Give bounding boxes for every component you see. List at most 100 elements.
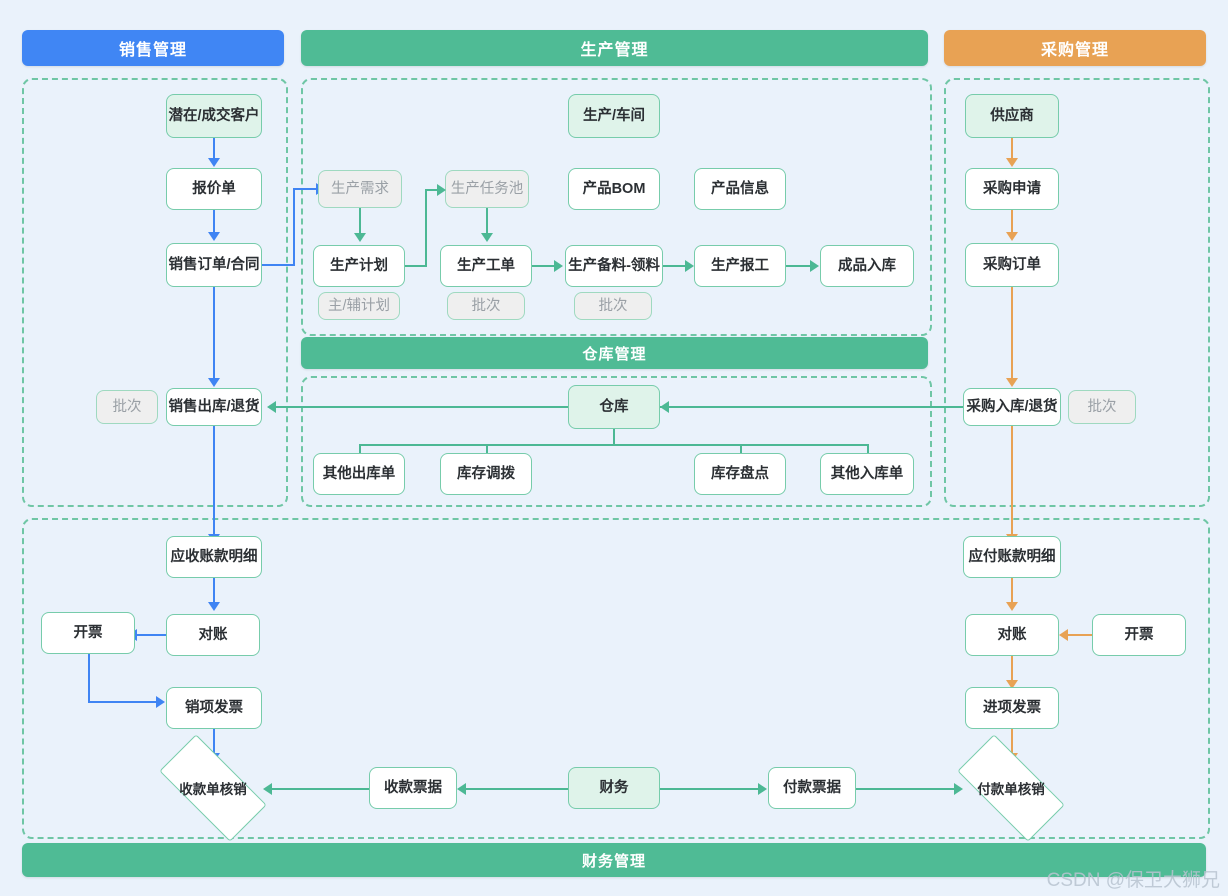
connector-order-demand-h1 [262,264,295,266]
node-label: 产品BOM [582,180,646,197]
connector-order-demand-h2 [293,188,318,190]
node-label: 成品入库 [838,257,896,274]
node-finance[interactable]: 财务 [568,767,660,809]
connector-quotation-order [213,210,215,233]
arrowhead-left [457,783,466,795]
node-label: 生产工单 [457,257,515,274]
arrowhead-down [481,233,493,242]
arrowhead-right [758,783,767,795]
node-payment-writeoff[interactable]: 付款单核销 [957,734,1065,842]
arrowhead-left [263,783,272,795]
header-warehouse-label: 仓库管理 [582,345,647,363]
node-work-order[interactable]: 生产工单 [440,245,532,287]
header-production-management[interactable]: 生产管理 [301,30,928,66]
arrowhead-right [554,260,563,272]
node-other-outbound[interactable]: 其他出库单 [313,453,405,495]
node-work-order-batch-tag[interactable]: 批次 [447,292,525,320]
node-potential-customer[interactable]: 潜在/成交客户 [166,94,262,138]
node-purchase-reconcile[interactable]: 对账 [965,614,1059,656]
connector-reconcile-invoicing [135,634,166,636]
node-label: 批次 [471,297,501,314]
node-label: 开票 [1124,626,1154,643]
connector-payment-writeoff [856,788,956,790]
arrowhead-down [1006,602,1018,611]
node-supplier[interactable]: 供应商 [965,94,1059,138]
connector-bus-other-inbound [867,444,869,458]
node-sales-invoicing[interactable]: 开票 [41,612,135,654]
connector-warehouse-bus [360,444,868,446]
node-production-plan[interactable]: 生产计划 [313,245,405,287]
node-input-invoice[interactable]: 进项发票 [965,687,1059,729]
node-sales-order[interactable]: 销售订单/合同 [166,243,262,287]
node-purchase-requisition[interactable]: 采购申请 [965,168,1059,210]
node-receipt-voucher[interactable]: 收款票据 [369,767,457,809]
node-purchase-order[interactable]: 采购订单 [965,243,1059,287]
node-sales-reconcile[interactable]: 对账 [166,614,260,656]
header-purchase-label: 采购管理 [1040,42,1109,59]
connector-plan-pool-v [425,189,427,267]
node-other-inbound[interactable]: 其他入库单 [820,453,914,495]
node-material-batch-tag[interactable]: 批次 [574,292,652,320]
region-production [301,78,932,336]
node-finished-inbound[interactable]: 成品入库 [820,245,914,287]
arrowhead-down [354,233,366,242]
connector-report-finished [786,265,812,267]
node-label: 仓库 [599,398,629,415]
node-production-workshop[interactable]: 生产/车间 [568,94,660,138]
header-finance-label: 财务管理 [581,852,646,870]
connector-outbound-receivable [213,426,215,536]
arrowhead-left [660,401,669,413]
node-production-demand[interactable]: 生产需求 [318,170,402,208]
node-label: 其他入库单 [830,465,904,482]
connector-supplier-requisition [1011,138,1013,160]
arrowhead-right [156,696,165,708]
node-output-invoice[interactable]: 销项发票 [166,687,262,729]
arrowhead-left [1059,629,1068,641]
node-label: 销项发票 [185,699,243,716]
node-label: 销售出库/退货 [168,398,260,415]
node-label: 生产备料-领料 [568,257,660,274]
node-label: 销售订单/合同 [168,256,260,273]
connector-pool-workorder [486,208,488,235]
node-payment-voucher[interactable]: 付款票据 [768,767,856,809]
node-product-bom[interactable]: 产品BOM [568,168,660,210]
arrowhead-left [267,401,276,413]
connector-warehouse-trunk [613,429,615,445]
node-receipt-writeoff[interactable]: 收款单核销 [159,734,267,842]
node-production-report[interactable]: 生产报工 [694,245,786,287]
header-purchase-management[interactable]: 采购管理 [944,30,1206,66]
node-sales-outbound[interactable]: 销售出库/退货 [166,388,262,426]
node-label: 报价单 [192,180,236,197]
connector-reconcile-input-invoice [1011,656,1013,682]
region-purchase [944,78,1210,507]
node-label: 生产任务池 [450,180,524,197]
node-label: 潜在/成交客户 [168,107,260,124]
node-receivable-detail[interactable]: 应收账款明细 [166,536,262,578]
region-sales [22,78,288,507]
node-product-info[interactable]: 产品信息 [694,168,786,210]
node-purchase-invoicing[interactable]: 开票 [1092,614,1186,656]
node-purchase-inbound[interactable]: 采购入库/退货 [963,388,1061,426]
connector-warehouse-sales [276,406,568,408]
header-sales-management[interactable]: 销售管理 [22,30,284,66]
node-stock-transfer[interactable]: 库存调拨 [440,453,532,495]
node-material-preparation[interactable]: 生产备料-领料 [565,245,663,287]
node-task-pool[interactable]: 生产任务池 [445,170,529,208]
node-plan-tag[interactable]: 主/辅计划 [318,292,400,320]
arrowhead-down [1006,158,1018,167]
node-stock-count[interactable]: 库存盘点 [694,453,786,495]
node-sales-batch-tag[interactable]: 批次 [96,390,158,424]
header-finance-management[interactable]: 财务管理 [22,843,1206,877]
connector-order-outbound [213,287,215,380]
node-label: 生产需求 [331,180,389,197]
node-purchase-batch-tag[interactable]: 批次 [1068,390,1136,424]
node-label: 采购申请 [983,180,1041,197]
node-label: 开票 [73,624,103,641]
node-payable-detail[interactable]: 应付账款明细 [963,536,1061,578]
node-warehouse[interactable]: 仓库 [568,385,660,429]
node-quotation[interactable]: 报价单 [166,168,262,210]
header-warehouse-management[interactable]: 仓库管理 [301,337,928,369]
node-label: 收款票据 [384,779,442,796]
connector-bus-transfer [486,444,488,458]
